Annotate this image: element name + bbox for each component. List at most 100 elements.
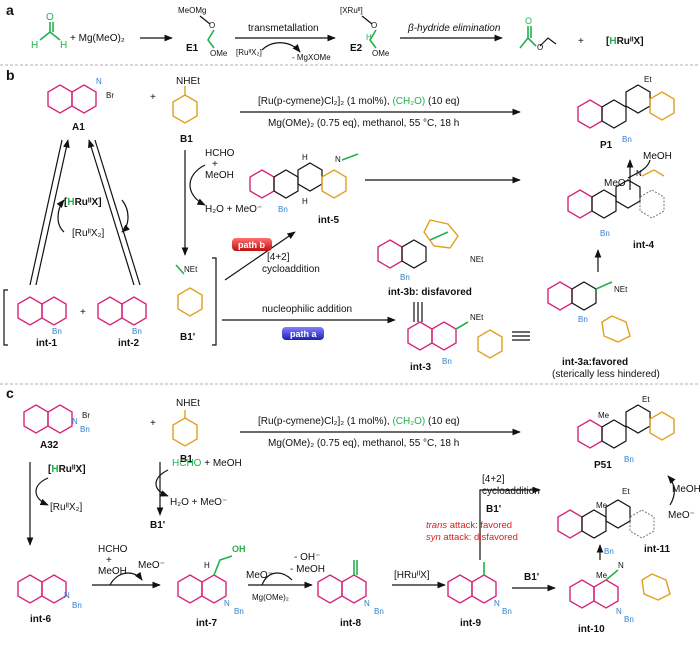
int3a-structure: NEt Bn int-3a:favored (sterically less h… <box>547 281 660 380</box>
cyclo-c-1: [4+2] <box>482 474 505 485</box>
int10-structure: Me N N Bn int-10 <box>569 561 671 635</box>
int10-me: Me <box>596 571 608 580</box>
int4-structure: N Bn int-4 <box>567 169 665 251</box>
int4-label: int-4 <box>633 240 655 251</box>
int4-bn: Bn <box>600 229 610 238</box>
curve-meoh-b <box>627 159 651 179</box>
int2-structure: Bn int-2 <box>97 296 147 349</box>
plus-int6: + <box>106 555 112 566</box>
int11-bn: Bn <box>604 547 614 556</box>
int5-h1: H <box>302 153 308 162</box>
beta-hydride-label: β-hydride elimination <box>407 23 501 34</box>
int8-structure: N Bn int-8 <box>317 560 384 629</box>
meoh-minus: - MeOH <box>290 564 325 575</box>
int7-h: H <box>204 561 210 570</box>
int7-bn: Bn <box>234 607 244 616</box>
int1-structure: Bn int-1 <box>17 296 67 349</box>
curve-ru-b2 <box>56 199 65 233</box>
meo-int6: MeO⁻ <box>138 560 165 571</box>
b1p-int9: B1' <box>524 572 539 583</box>
a32-label: A32 <box>40 440 59 451</box>
e2-structure: [XRuᴵᴵ] O H OMe E2 <box>340 6 390 58</box>
hcho-b: HCHO <box>205 148 235 159</box>
int6-n: N <box>64 591 70 600</box>
int10-bn: Bn <box>624 615 634 624</box>
mg-reagent-text: + Mg(MeO)₂ <box>70 33 125 44</box>
hcho-int6: HCHO <box>98 544 128 555</box>
e2-label: E2 <box>350 43 363 54</box>
ester-oxygen: O <box>537 43 543 52</box>
int3-net: NEt <box>470 313 484 322</box>
equil-right-2 <box>88 139 135 286</box>
int1-label: int-1 <box>36 338 58 349</box>
cyclo-c-2: cycloaddition <box>482 486 540 497</box>
a1-nplus: N <box>96 77 102 86</box>
mgome2-int7: Mg(OMe)₂ <box>252 593 289 602</box>
int9-n: N <box>494 599 500 608</box>
meoh-int6: MeOH <box>98 566 127 577</box>
int11-label: int-11 <box>644 544 671 555</box>
int7-oh: OH <box>232 544 246 554</box>
conditions-c-line2: Mg(OMe)₂ (0.75 eq), methanol, 55 °C, 18 … <box>268 438 459 449</box>
int2-label: int-2 <box>118 338 140 349</box>
int1-bn: Bn <box>52 327 62 336</box>
p51-label: P51 <box>594 460 612 471</box>
meo-side-b: MeO⁻ <box>604 178 631 189</box>
path-b-text: path b <box>238 240 265 250</box>
int3-structure: NEt Bn int-3 <box>407 313 503 373</box>
int6-bn: Bn <box>72 601 82 610</box>
meoh-side-c: MeOH <box>672 484 700 495</box>
int8-bn: Bn <box>374 607 384 616</box>
curve-hcho-c <box>155 469 169 497</box>
a32-br: Br <box>82 411 90 420</box>
int4-n: N <box>636 169 642 178</box>
formaldehyde-oxygen: O <box>46 12 54 23</box>
int11-structure: Me Et Bn int-11 <box>557 487 671 556</box>
int5-nplus: N <box>335 155 341 164</box>
int10-n: N <box>618 561 624 570</box>
p1-label: P1 <box>600 140 613 151</box>
int5-label: int-5 <box>318 215 340 226</box>
path-a-badge <box>282 327 324 340</box>
int6-structure: N Bn int-6 <box>17 574 82 625</box>
a32-bn: Bn <box>80 425 90 434</box>
e1-label: E1 <box>186 43 199 54</box>
int5-bn: Bn <box>278 205 288 214</box>
int3b-structure: NEt Bn int-3b: disfavored <box>377 219 484 298</box>
a1-br: Br <box>106 91 114 100</box>
e1-mg-fragment: MeOMg <box>178 6 206 15</box>
path-a-text: path a <box>290 329 317 339</box>
p51-et: Et <box>642 395 650 404</box>
bracket-left <box>3 289 8 346</box>
arrow-path-b <box>224 231 296 281</box>
meoh-side-b: MeOH <box>643 151 672 162</box>
arrow-int9-int11 <box>479 486 541 560</box>
e2-ome: OMe <box>372 49 390 58</box>
int8-n: N <box>364 599 370 608</box>
int9-label: int-9 <box>460 618 482 629</box>
int11-et: Et <box>622 487 630 496</box>
panel-c-label: c <box>6 385 14 401</box>
equil-left-2 <box>35 139 70 286</box>
ru-x2-label-a: [RuᴵᴵX₂] <box>236 48 262 57</box>
p1-bn: Bn <box>622 135 632 144</box>
ru-x2-c: [RuᴵᴵX₂] <box>50 502 82 513</box>
formaldehyde-h2: H <box>60 40 67 51</box>
int10-label: int-10 <box>578 624 605 635</box>
curve-p51 <box>667 475 676 506</box>
cyclo-b-1: [4+2] <box>267 252 290 263</box>
int10-nplus: N <box>616 607 622 616</box>
b1p-structure: NEt B1' <box>175 264 203 343</box>
a1-label: A1 <box>72 122 85 133</box>
formaldehyde-h1: H <box>31 40 38 51</box>
plus-b1: + <box>150 92 156 103</box>
curve-ru-b1 <box>121 199 130 233</box>
b1c-structure: NHEt B1 <box>172 398 200 465</box>
h2o-meo-c: H₂O + MeO⁻ <box>170 497 227 508</box>
hru-product-a: [HRuᴵᴵX] <box>606 36 644 47</box>
panel-a-label: a <box>6 2 14 18</box>
plus-a: + <box>578 36 584 47</box>
oh-minus: - OH⁻ <box>294 552 320 563</box>
e2-hydride: H <box>366 33 372 42</box>
